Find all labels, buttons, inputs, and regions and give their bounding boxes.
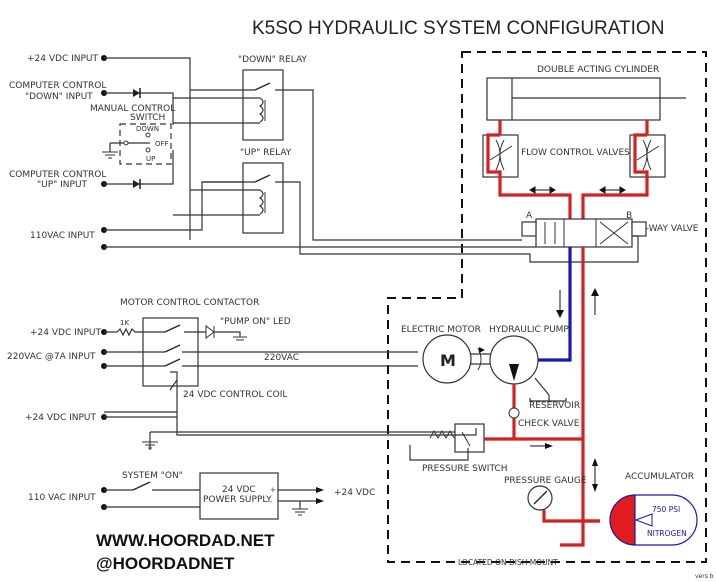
label-220vac: 220VAC @7A INPUT (7, 352, 96, 362)
wire-computer-up (104, 150, 174, 185)
version-label: vers b (695, 573, 714, 580)
down-relay-coil-icon (258, 97, 264, 123)
pressure-gauge-label: PRESSURE GAUGE (504, 476, 587, 486)
return-line (538, 247, 572, 362)
coil-wire (104, 371, 390, 436)
check-valve-label: CHECK VALVE (518, 419, 580, 429)
label-110vac: 110VAC INPUT (30, 231, 95, 241)
valve-b-label: B (626, 211, 632, 221)
pump-triangle-icon (509, 364, 519, 381)
diode-up-icon (133, 179, 141, 189)
bidirectional-arrow-icon (529, 186, 626, 194)
wire-24vdc (104, 57, 191, 240)
solenoid-a (521, 221, 537, 237)
up-relay-label: "UP" RELAY (240, 148, 292, 158)
ps-label-2: POWER SUPPLY (203, 495, 272, 505)
label-24vdc-top: +24 VDC INPUT (27, 54, 98, 64)
watermark-handle: @HOORDADNET (96, 554, 235, 573)
down-relay-coil-wire (173, 97, 260, 124)
acc-pressure: 750 PSI (652, 505, 680, 514)
reservoir-icon (529, 377, 567, 402)
wire-computer-down (104, 92, 174, 125)
motor-symbol: M (440, 351, 456, 370)
switch-pos-up: UP (146, 155, 155, 163)
accumulator-label: ACCUMULATOR (625, 472, 694, 482)
mount-label: LOCATED ON DISH MOUNT (458, 558, 558, 567)
up-relay (242, 162, 284, 234)
led-label: "PUMP ON" LED (220, 317, 291, 327)
coil-label: 24 VDC CONTROL COIL (183, 390, 287, 400)
label-24vdc-contactor: +24 VDC INPUT (30, 328, 101, 338)
flow-valves-label: FLOW CONTROL VALVES (521, 148, 630, 158)
label-110vac-ps: 110 VAC INPUT (28, 493, 96, 503)
system-on-switch[interactable] (132, 481, 151, 491)
ps-plus: + (270, 486, 276, 494)
led-icon (205, 325, 247, 341)
manual-switch-label-1: MANUAL CONTROL (90, 104, 175, 114)
up-relay-contact-wire (202, 181, 520, 255)
solenoid-b (631, 221, 647, 237)
motor-label: ELECTRIC MOTOR (401, 325, 481, 335)
reservoir-label: RESERVOIR (529, 401, 580, 411)
label-computer-down-1: COMPUTER CONTROL (9, 81, 106, 91)
ps-minus: - (270, 498, 273, 506)
supply-line (560, 247, 585, 547)
manual-switch-label-2: SWITCH (130, 113, 165, 123)
flow-arrow-icon (556, 288, 599, 318)
diode-down-icon (133, 88, 141, 98)
valve-a-label: A (526, 211, 533, 221)
ground-icon-2 (142, 441, 158, 449)
label-computer-up-1: COMPUTER CONTROL (9, 170, 106, 180)
output-arrow-icon (316, 487, 324, 504)
check-valve-icon (508, 407, 520, 419)
watermark-site: WWW.HOORDAD.NET (96, 531, 275, 550)
wire-110vac-ps (104, 489, 200, 508)
cylinder-label: DOUBLE ACTING CYLINDER (537, 65, 659, 75)
gauge-line (542, 510, 600, 523)
pressure-switch (454, 423, 485, 453)
ground-icon (102, 151, 118, 159)
switch-common-wire (109, 142, 150, 152)
power-supply (199, 472, 279, 520)
pressure-switch-wires (390, 428, 477, 461)
down-relay (242, 69, 284, 141)
label-computer-down-2: "DOWN" INPUT (25, 92, 93, 102)
acc-gas: NITROGEN (647, 529, 687, 538)
double-acting-cylinder (486, 77, 661, 121)
ps-label-1: 24 VDC (222, 485, 256, 495)
up-relay-coil-icon (258, 189, 264, 215)
pressure-switch-label: PRESSURE SWITCH (422, 464, 507, 474)
resistor-label: 1K (120, 319, 129, 327)
accumulator-gas (634, 494, 698, 546)
electric-motor (422, 334, 472, 384)
four-way-valve (535, 218, 633, 248)
label-computer-up-2: "UP" INPUT (37, 180, 88, 190)
wire-220vac (104, 351, 418, 367)
manual-switch-box[interactable] (119, 123, 172, 165)
ps-output-label: +24 VDC (334, 488, 375, 498)
down-relay-label: "DOWN" RELAY (238, 55, 307, 65)
line-voltage-label: 220VAC (264, 353, 299, 363)
contactor-label: MOTOR CONTROL CONTACTOR (120, 298, 259, 308)
up-relay-coil-wire (173, 189, 260, 216)
pump-label: HYDRAULIC PUMP (489, 325, 569, 335)
down-relay-contact-wire (190, 89, 520, 241)
bidirectional-vertical-arrow-icon (592, 458, 598, 492)
dish-mount-enclosure (387, 51, 707, 563)
accumulator-fluid (609, 494, 636, 546)
wire-110vac-1 (104, 181, 248, 231)
switch-pos-off: OFF (155, 140, 169, 148)
pressure-line-left (486, 120, 572, 222)
label-24vdc-coil: +24 VDC INPUT (25, 413, 96, 423)
diagram-title: K5SO HYDRAULIC SYSTEM CONFIGURATION (252, 18, 664, 39)
system-on-label: SYSTEM "ON" (122, 471, 183, 481)
flow-right-arrow-icon (530, 443, 553, 449)
four-way-valve-label: 4-WAY VALVE (640, 224, 699, 234)
pressure-line-right (581, 120, 649, 222)
ground-icon-3 (292, 508, 308, 516)
ps-output-wires (278, 489, 318, 509)
switch-pos-down: DOWN (136, 125, 159, 133)
